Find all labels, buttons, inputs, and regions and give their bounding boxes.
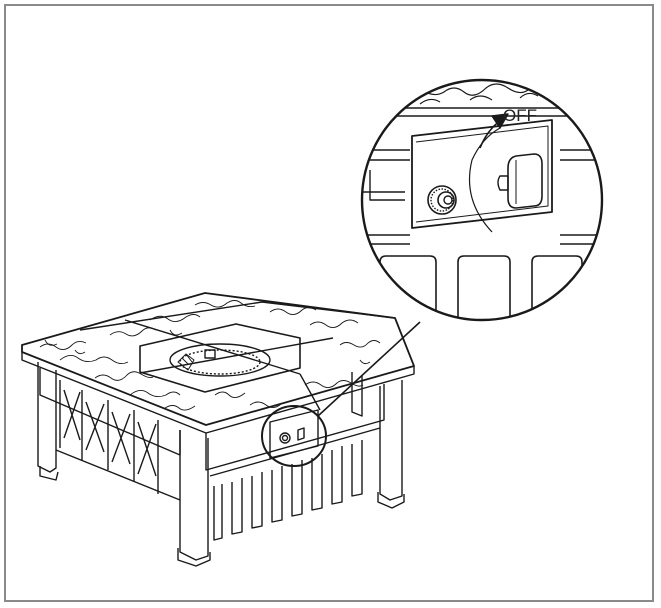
callout-connector	[317, 321, 421, 417]
detail-upper-rail	[362, 149, 602, 161]
leg-front	[177, 430, 211, 567]
valve-plate	[411, 119, 553, 229]
valve-panel-small	[269, 409, 319, 459]
burner-bowl-rim	[139, 323, 301, 393]
fire-pit-table	[21, 292, 415, 567]
valve-plate-inner	[415, 125, 549, 223]
tile-divider	[79, 301, 396, 411]
control-knob	[497, 153, 543, 209]
left-apron	[39, 368, 181, 456]
front-slats	[209, 427, 381, 541]
detail-view	[360, 78, 604, 322]
off-arrow-head-icon	[491, 113, 509, 129]
detail-side-frame	[362, 170, 405, 201]
leg-back	[351, 372, 363, 417]
detail-lower-rail	[362, 234, 602, 245]
igniter-knob	[427, 185, 457, 215]
leg-right	[377, 380, 405, 509]
tile-pattern	[39, 300, 381, 411]
burner-tab	[204, 349, 216, 359]
burner-ring	[169, 343, 271, 377]
callout-circle-small	[261, 405, 327, 467]
detail-circle	[360, 78, 604, 322]
off-label: OFF	[503, 106, 537, 125]
leg-left	[37, 362, 59, 481]
rotation-arc	[468, 127, 501, 233]
front-apron	[205, 384, 385, 471]
lava-rocks	[177, 353, 195, 371]
left-side-slats	[55, 380, 181, 501]
detail-slats	[379, 255, 583, 320]
burner-ring-inner	[179, 349, 261, 375]
detail-pattern	[399, 83, 539, 105]
